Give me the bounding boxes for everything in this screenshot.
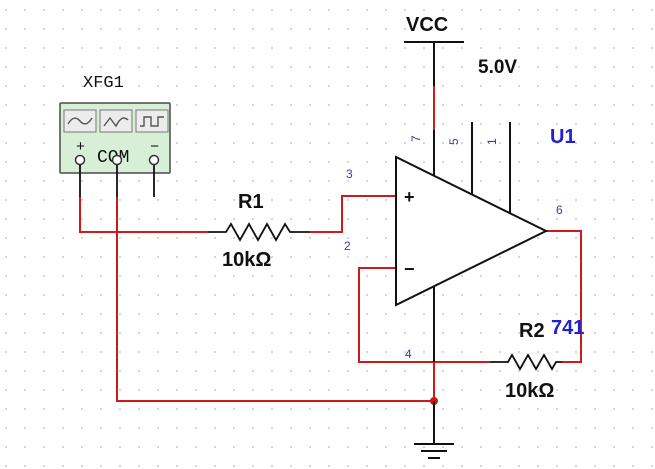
- instrument-leads: [79, 165, 155, 197]
- fg-name-label: XFG1: [83, 74, 124, 93]
- triangle-button[interactable]: [99, 109, 133, 133]
- r2-zigzag[interactable]: [490, 353, 562, 371]
- pin-label-3: 3: [346, 167, 353, 181]
- vcc-value: 5.0V: [478, 57, 517, 78]
- opamp-pins: [433, 122, 511, 362]
- pin-label-1: 1: [485, 138, 499, 145]
- ground-icon[interactable]: [414, 401, 454, 459]
- square-wave-icon: [140, 116, 164, 127]
- red-wires: [79, 86, 582, 402]
- function-generator-xfg1[interactable]: + COM − XFG1: [59, 74, 171, 174]
- sine-wave-icon: [67, 117, 93, 125]
- opamp-minus-sign: −: [404, 259, 415, 279]
- pin-label-7: 7: [409, 135, 423, 142]
- wire-com-to-ground[interactable]: [116, 197, 434, 402]
- r1-value: 10kΩ: [222, 249, 271, 271]
- r2-value: 10kΩ: [505, 380, 554, 402]
- wire-output-feedback[interactable]: [546, 230, 582, 363]
- resistor-r1[interactable]: R1 10kΩ: [208, 191, 310, 271]
- wire-r2-to-pin2[interactable]: [358, 267, 490, 363]
- r1-zigzag[interactable]: [208, 222, 310, 242]
- r1-name: R1: [238, 191, 264, 213]
- vcc-source[interactable]: VCC 5.0V: [404, 14, 517, 86]
- fg-plus-terminal[interactable]: [74, 154, 86, 166]
- fg-minus-sign: −: [150, 139, 159, 156]
- opamp-model-label: 741: [551, 317, 584, 339]
- vcc-label: VCC: [406, 14, 448, 36]
- wire-r1-to-pin3[interactable]: [310, 195, 396, 233]
- resistor-r2[interactable]: R2 10kΩ: [490, 320, 562, 402]
- opamp-ref-label: U1: [550, 126, 576, 148]
- opamp-u1[interactable]: + − 7 5 1 3 2 6 4 U1 741: [344, 122, 584, 362]
- triangle-wave-icon: [103, 116, 129, 128]
- fg-com-terminal[interactable]: [111, 154, 123, 166]
- square-button[interactable]: [135, 109, 169, 133]
- wire-xfg-plus-to-r1[interactable]: [79, 197, 208, 233]
- r2-name: R2: [519, 320, 545, 342]
- opamp-plus-sign: +: [404, 187, 415, 207]
- pin-label-2: 2: [344, 239, 351, 253]
- pin-label-4: 4: [405, 347, 412, 361]
- fg-minus-terminal[interactable]: [148, 154, 160, 166]
- pin-label-5: 5: [447, 138, 461, 145]
- fg-plus-sign: +: [76, 139, 85, 156]
- pin-label-6: 6: [556, 203, 563, 217]
